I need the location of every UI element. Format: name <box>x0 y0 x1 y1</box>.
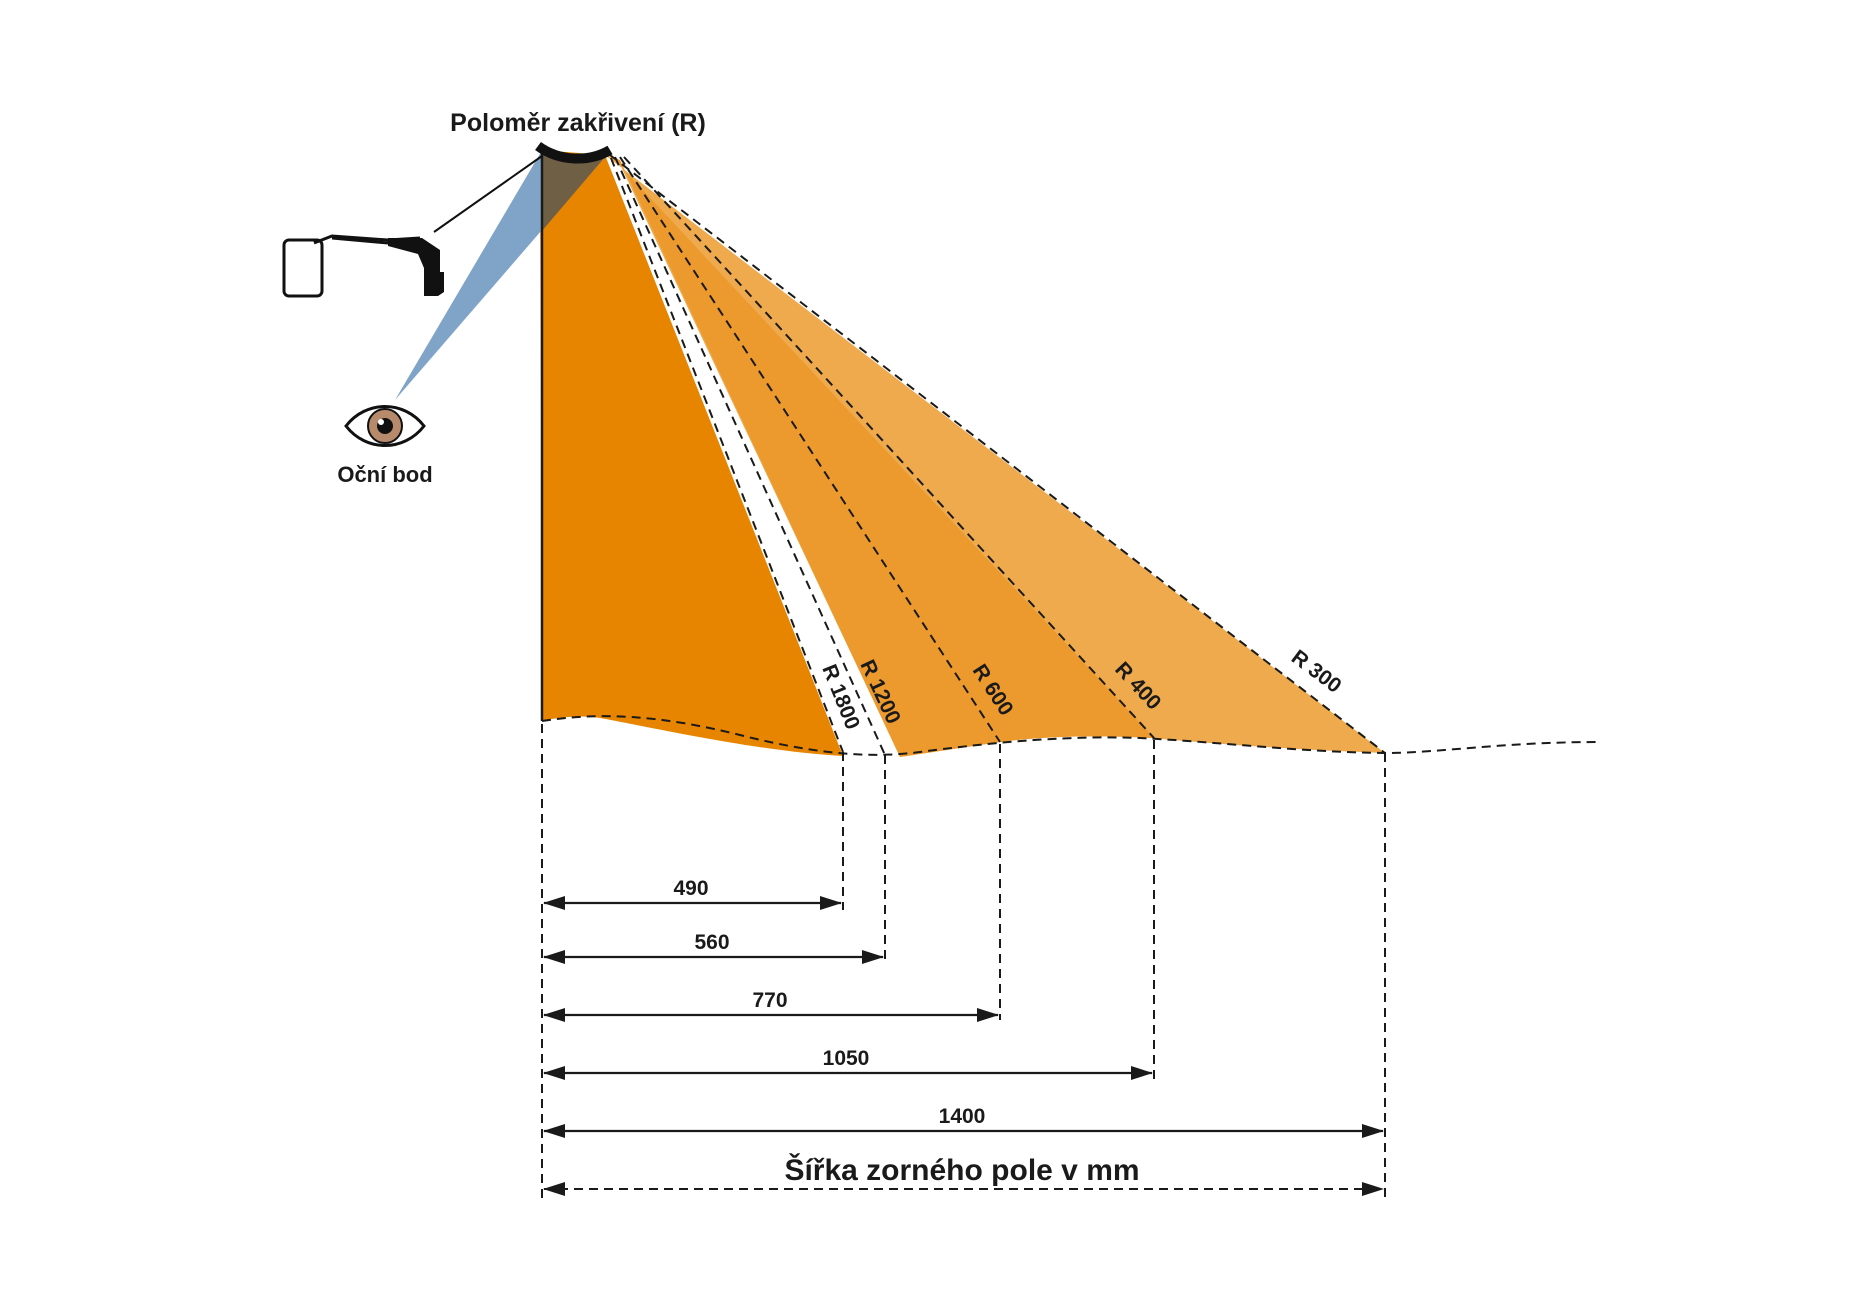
ray-r400 <box>623 156 1155 739</box>
ray-r1200 <box>614 156 886 756</box>
axis-label: Šířka zorného pole v mm <box>784 1153 1139 1187</box>
width-label-770: 770 <box>752 989 787 1012</box>
pointer-line <box>433 155 543 233</box>
fan-r400 <box>612 157 1154 757</box>
mirror-overlap <box>541 152 605 232</box>
eye-point-label: Oční bod <box>337 462 432 487</box>
title-curvature-radius: Poloměr zakřivení (R) <box>450 109 706 137</box>
fan-r300 <box>605 155 1385 757</box>
mirror-icon <box>535 141 613 164</box>
ground-line <box>541 715 1601 756</box>
truck-mirror-icon <box>282 234 444 298</box>
width-label-490: 490 <box>673 877 708 900</box>
ray-r300 <box>609 154 1386 754</box>
ray-r1800 <box>610 157 844 753</box>
width-label-1050: 1050 <box>823 1047 870 1070</box>
width-label-560: 560 <box>694 931 729 954</box>
width-label-1400: 1400 <box>939 1105 986 1128</box>
fan-r1800 <box>540 150 843 756</box>
eye-icon <box>344 405 426 447</box>
ray-r600 <box>619 156 1001 743</box>
